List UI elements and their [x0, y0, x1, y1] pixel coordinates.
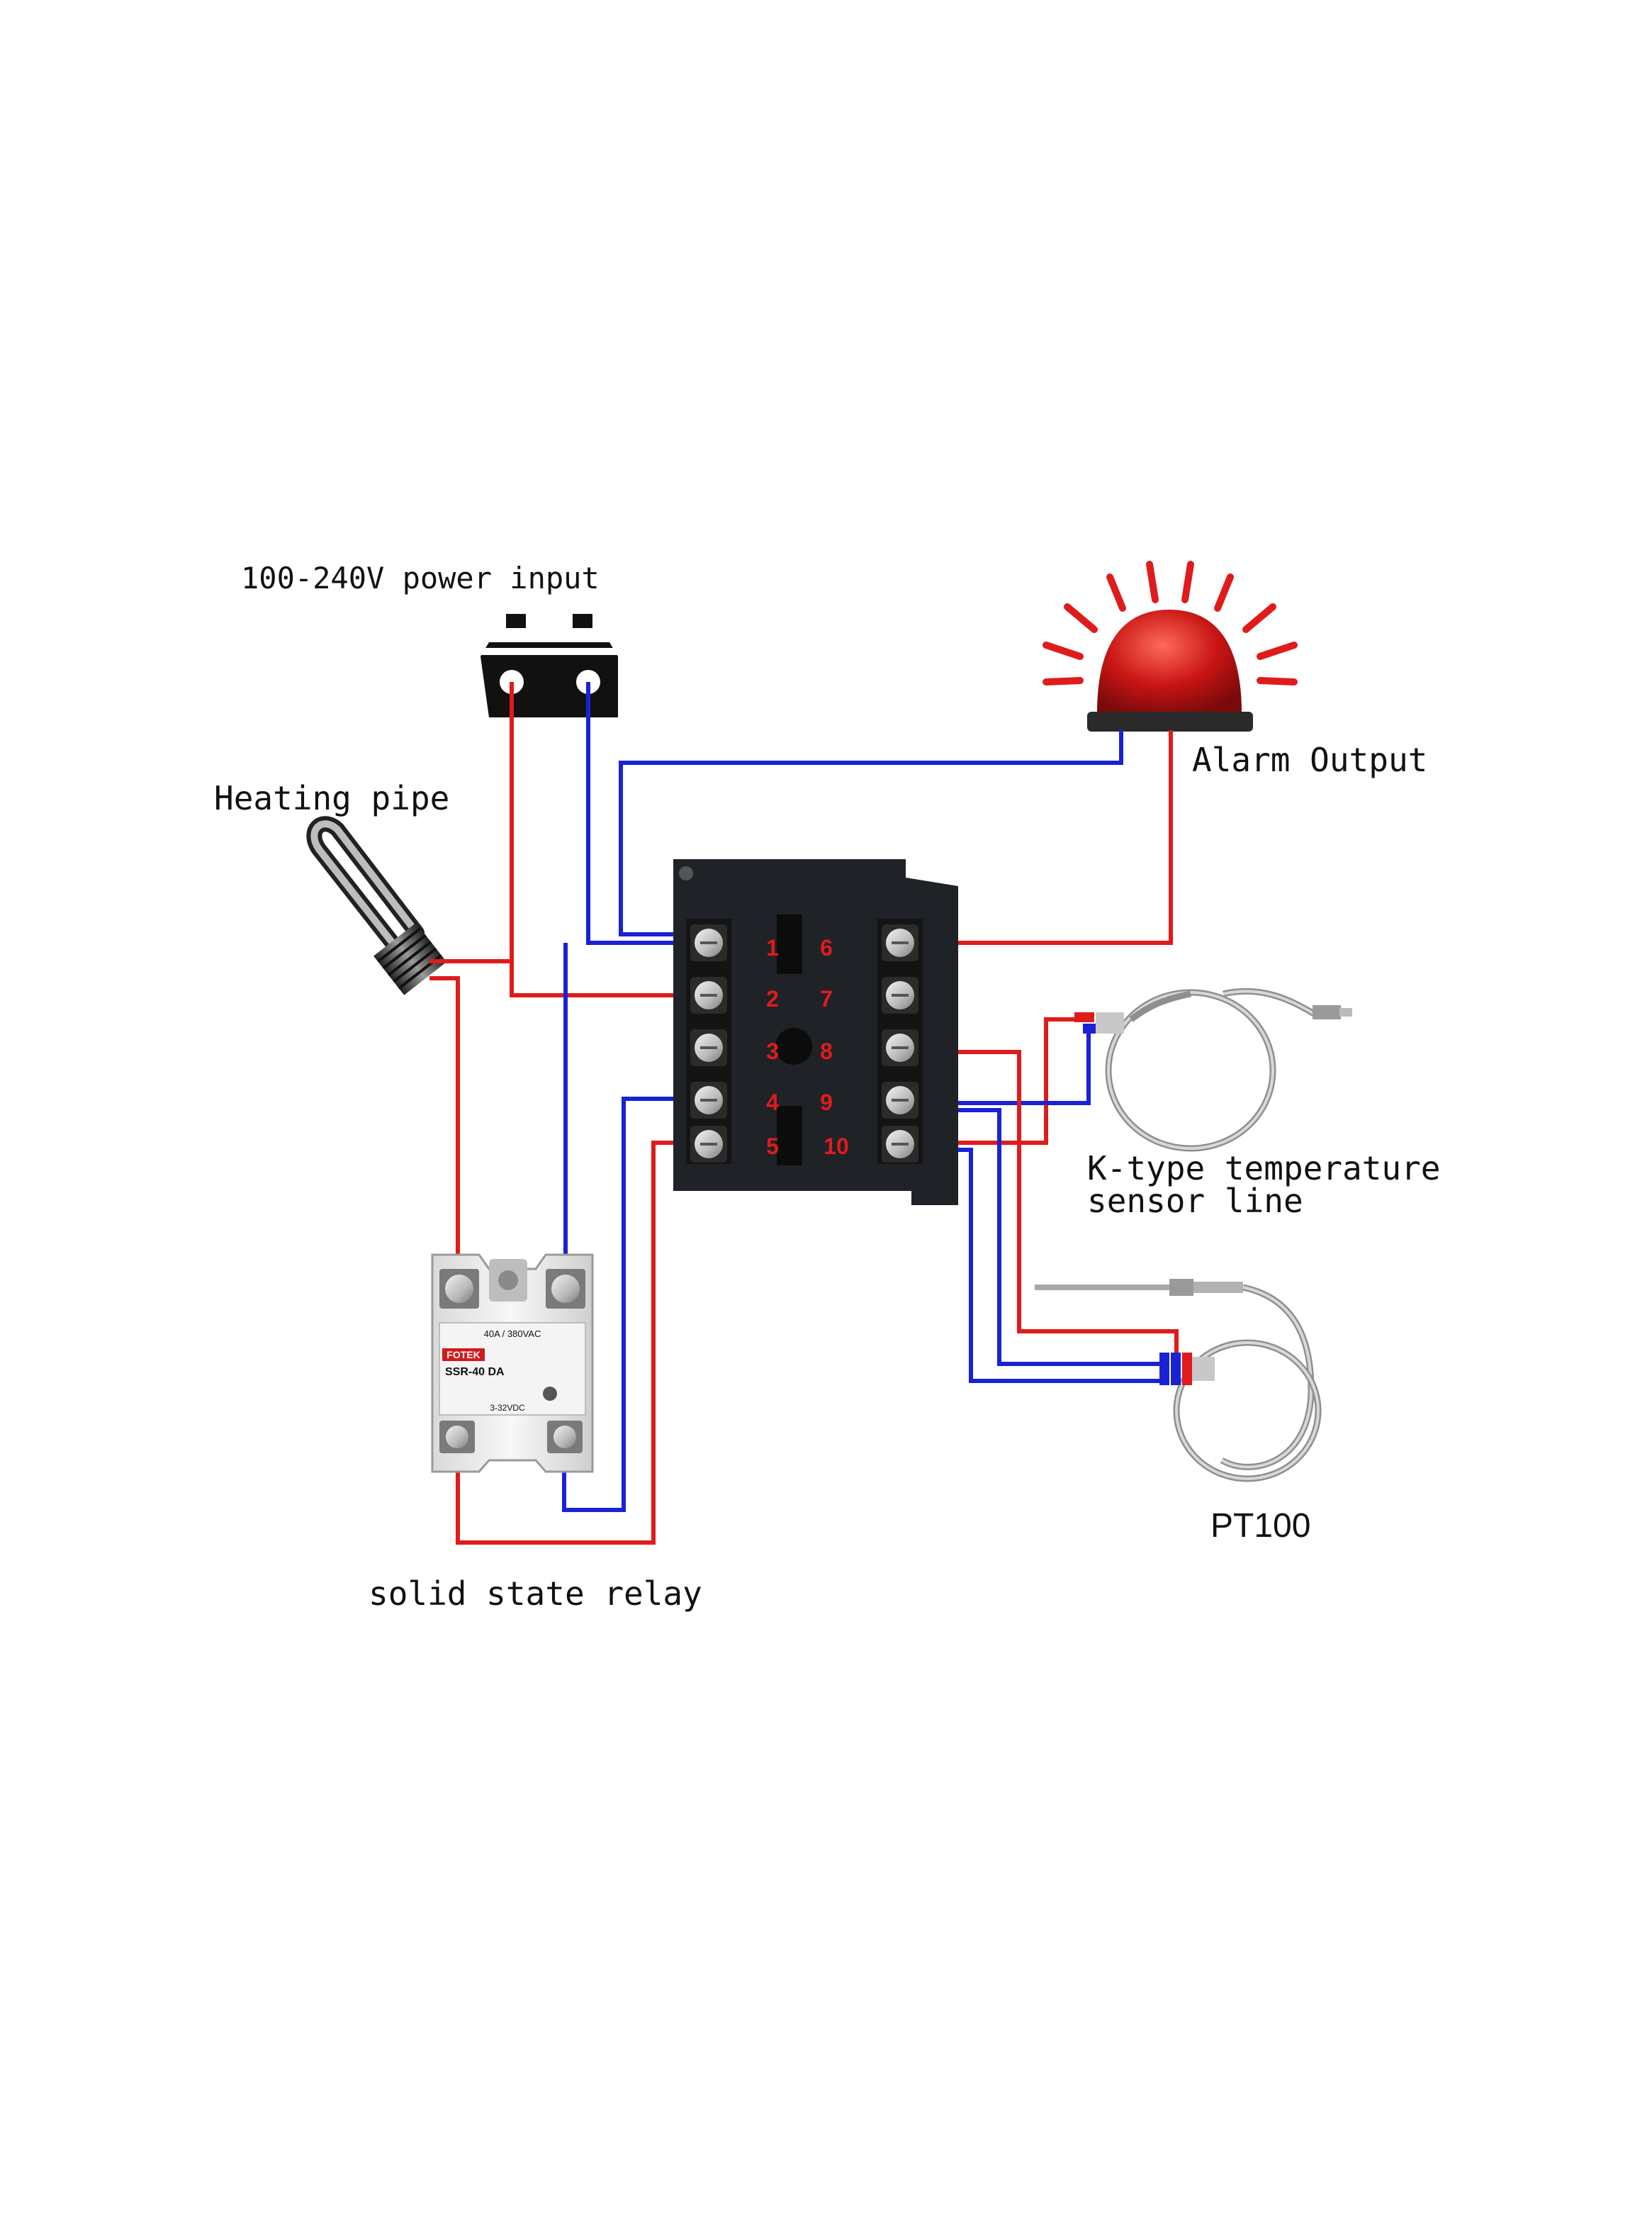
terminal-number-10: 10	[824, 1134, 849, 1159]
heating-pipe	[306, 816, 447, 995]
ssr-input-rating: 3-32VDC	[490, 1403, 525, 1413]
ktype-sensor-label-line2: sensor line	[1087, 1182, 1303, 1220]
ssr-rating: 40A / 380VAC	[484, 1328, 541, 1339]
heating-pipe-label: Heating pipe	[214, 779, 449, 817]
terminal-screw-7	[882, 977, 918, 1014]
terminal-number-7: 7	[820, 986, 833, 1012]
terminal-screw-2	[690, 977, 727, 1014]
terminal-screw-6	[882, 924, 918, 961]
ssr-brand: FOTEK	[446, 1349, 480, 1360]
terminal-screw-4	[690, 1082, 727, 1119]
terminal-number-3: 3	[766, 1039, 779, 1064]
terminal-screw-1	[690, 924, 727, 961]
ssr-output-terminal-right	[546, 1269, 585, 1309]
ktype-temperature-sensor	[1074, 988, 1352, 1152]
ktype-sensor-label-line1: K-type temperature	[1087, 1149, 1441, 1187]
ssr-input-terminal-left	[439, 1421, 475, 1453]
terminal-number-1: 1	[766, 935, 779, 961]
terminal-number-2: 2	[766, 986, 779, 1012]
temperature-controller: 1 2 3 4 5 6 7 8 9 10	[673, 859, 958, 1205]
ssr-model: SSR-40 DA	[445, 1366, 505, 1378]
terminal-screw-9	[882, 1082, 918, 1119]
power-input-label: 100-240V power input	[241, 561, 600, 595]
pt100-label: PT100	[1210, 1507, 1310, 1545]
solid-state-relay: 40A / 380VAC FOTEK SSR-40 DA 3-32VDC	[431, 1253, 594, 1473]
terminal-number-4: 4	[766, 1090, 779, 1115]
alarm-output-label: Alarm Output	[1192, 741, 1427, 779]
ssr-input-terminal-right	[547, 1421, 583, 1453]
terminal-screw-8	[882, 1029, 918, 1066]
pt100-sensor	[1035, 1279, 1322, 1482]
terminal-number-9: 9	[820, 1090, 833, 1115]
alarm-light	[1043, 561, 1298, 732]
ssr-output-terminal-left	[439, 1269, 479, 1309]
terminal-number-5: 5	[766, 1134, 779, 1159]
power-input-socket	[481, 614, 618, 717]
terminal-screw-5	[690, 1126, 727, 1163]
terminal-number-8: 8	[820, 1039, 833, 1064]
terminal-screw-3	[690, 1029, 727, 1066]
terminal-screw-10	[882, 1126, 918, 1163]
ssr-label: solid state relay	[369, 1574, 702, 1613]
terminal-number-6: 6	[820, 935, 833, 961]
